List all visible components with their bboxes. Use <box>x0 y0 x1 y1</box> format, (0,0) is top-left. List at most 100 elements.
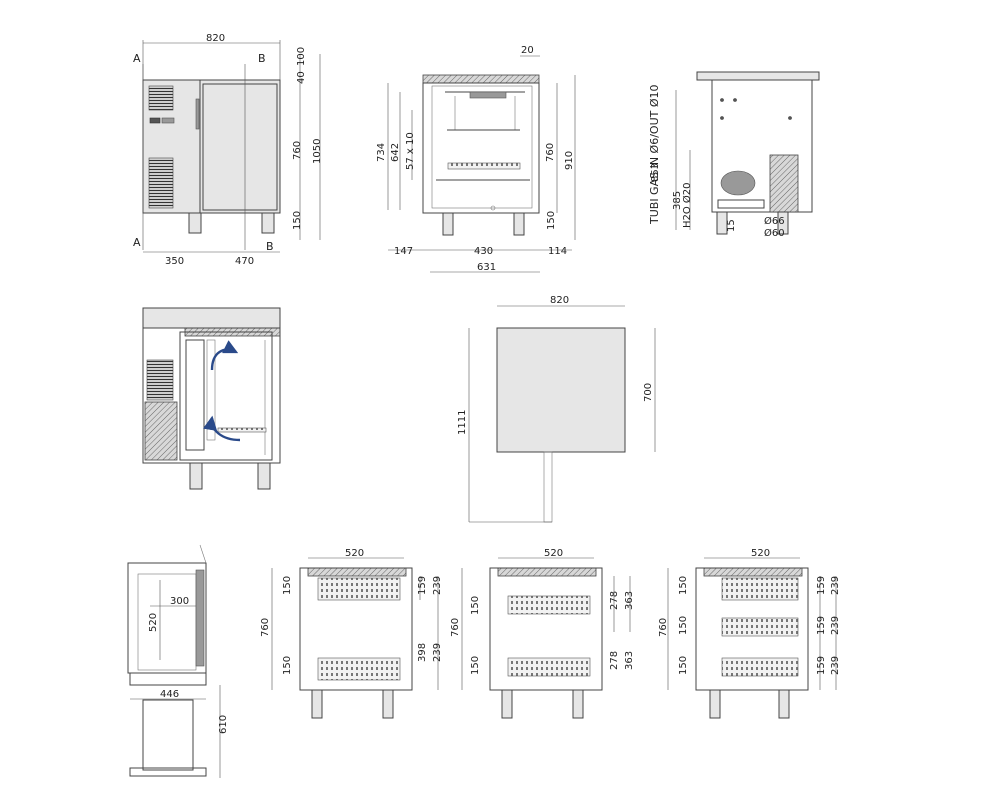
config-3-150-middle: 150 <box>678 616 689 635</box>
dim-right-offset: 114 <box>548 246 567 257</box>
lower-vent-grille <box>148 157 174 209</box>
door <box>202 83 278 211</box>
dim-base-width: 446 <box>160 689 179 700</box>
config-2-150-bottom: 150 <box>470 656 481 675</box>
front-view: 820 A B A B 40 100 760 1050 150 350 470 <box>133 33 323 267</box>
config-1-150-bottom: 150 <box>282 656 293 675</box>
airflow-worktop <box>142 307 281 329</box>
side-right-leg <box>777 211 789 235</box>
side-left-leg <box>716 211 728 235</box>
config-1-239b: 239 <box>432 643 443 662</box>
section-a-top: A <box>133 52 141 65</box>
config-3-150-top: 150 <box>678 576 689 595</box>
control-display <box>149 117 161 124</box>
config-1-body <box>299 567 413 691</box>
worktop-section <box>422 74 540 84</box>
door-outline <box>127 562 207 674</box>
dim-inner-height-door: 520 <box>148 613 159 632</box>
compressor <box>720 170 756 196</box>
upper-vent-grille <box>148 85 174 111</box>
section-b-bottom: B <box>266 240 274 253</box>
dim-top-depth: 700 <box>643 383 654 402</box>
config-2-drawer-top <box>507 595 591 615</box>
dim-top-1: 40 <box>296 71 307 84</box>
airflow-right-leg <box>257 462 271 490</box>
dim-left-part: 350 <box>165 256 184 267</box>
config-1-drawer-bottom <box>317 657 401 681</box>
dim-total-height: 1050 <box>312 139 323 164</box>
config-3-159: 159 <box>816 576 827 595</box>
config-3-drawer-bottom <box>721 657 799 677</box>
dim-d60: Ø60 <box>764 227 785 239</box>
dim-section-legs: 150 <box>546 211 557 230</box>
gas-pipes-label: TUBI GAS IN Ø6/OUT Ø10 <box>648 85 661 226</box>
section-a-bottom: A <box>133 236 141 249</box>
side-worktop <box>696 71 820 81</box>
config-1-150-top: 150 <box>282 576 293 595</box>
config-2-363b: 363 <box>624 651 635 670</box>
config-2-width: 520 <box>544 548 563 559</box>
dim-15: 15 <box>726 219 737 232</box>
config-2-363: 363 <box>624 591 635 610</box>
dim-base-height: 610 <box>218 715 229 734</box>
airflow-out-arrow <box>210 340 239 371</box>
dim-385: 385 <box>672 191 683 210</box>
dim-top-2: 100 <box>296 47 307 66</box>
section-left-leg <box>442 212 454 236</box>
side-view: TUBI GAS IN Ø6/OUT Ø10 853 385 H2O Ø20 1… <box>648 71 820 239</box>
config-3-150-bottom: 150 <box>678 656 689 675</box>
condenser <box>769 154 799 213</box>
section-body <box>422 82 540 214</box>
section-right-leg <box>513 212 525 236</box>
dim-section-body: 760 <box>545 143 556 162</box>
config-view-2: 520 760 150 150 278 363 278 363 <box>450 548 635 719</box>
config-3-239: 239 <box>830 576 841 595</box>
control-buttons <box>161 117 175 124</box>
airflow-in-arrow <box>202 415 241 442</box>
dim-rails: 57 x 10 <box>405 132 416 170</box>
config-1-398: 398 <box>417 643 428 662</box>
airflow-grille <box>146 359 174 401</box>
config-2-278: 278 <box>609 591 620 610</box>
dim-853: 853 <box>650 163 661 182</box>
top-view-body <box>496 327 626 453</box>
config-3-drawer-middle <box>721 617 799 637</box>
dim-middle: 430 <box>474 246 493 257</box>
dim-right-part: 470 <box>235 256 254 267</box>
config-1-drawer-top <box>317 577 401 601</box>
config-1-239: 239 <box>432 576 443 595</box>
dim-d66: Ø66 <box>764 215 785 227</box>
evaporator <box>469 91 507 99</box>
config-3-body <box>695 567 809 691</box>
config-3-height: 760 <box>658 618 669 637</box>
dim-left-offset: 147 <box>394 246 413 257</box>
top-view: 820 700 1111 <box>457 295 656 523</box>
dim-inner-width: 300 <box>170 596 189 607</box>
section-b-top: B <box>258 52 266 65</box>
section-view: 20 734 642 57 x 10 760 910 150 147 430 1… <box>376 45 576 273</box>
airflow-condenser <box>144 401 178 461</box>
config-view-1: 520 760 150 150 159 239 398 239 <box>260 548 443 719</box>
door-view: 300 520 446 610 <box>127 544 229 778</box>
dim-top-total: 1111 <box>457 410 468 435</box>
config-3-drawer-top <box>721 577 799 601</box>
config-3-159b: 159 <box>816 616 827 635</box>
left-leg <box>188 212 202 234</box>
config-1-width: 520 <box>345 548 364 559</box>
dim-width: 820 <box>206 33 225 44</box>
dim-depth: 631 <box>477 262 496 273</box>
section-shelf <box>447 162 521 170</box>
door-handle <box>195 98 200 130</box>
config-2-height: 760 <box>450 618 461 637</box>
airflow-view <box>142 307 281 490</box>
dim-legs: 150 <box>292 211 303 230</box>
config-view-3: 520 760 150 150 150 159 239 159 239 159 … <box>658 548 841 719</box>
config-3-159c: 159 <box>816 656 827 675</box>
config-1-height: 760 <box>260 618 271 637</box>
config-3-239b: 239 <box>830 616 841 635</box>
right-leg <box>261 212 275 234</box>
config-2-150-top: 150 <box>470 596 481 615</box>
airflow-left-leg <box>189 462 203 490</box>
config-1-159: 159 <box>417 576 428 595</box>
